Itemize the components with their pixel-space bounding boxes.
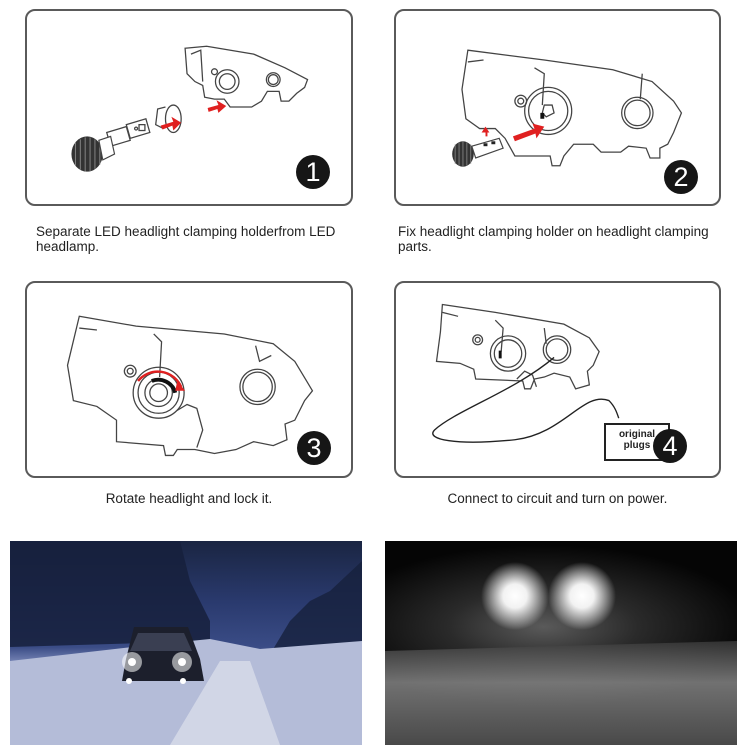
step-3-panel: 3: [25, 281, 353, 478]
plugs-label-line2: plugs: [623, 440, 651, 451]
step-1-caption: Separate LED headlight clamping holderfr…: [36, 224, 336, 254]
step-2-panel: 2: [394, 9, 721, 206]
headlight-glow: [122, 652, 192, 684]
headlight-left: [481, 562, 549, 630]
rotate-arrow-icon: [137, 370, 183, 388]
step-3-illustration: [66, 315, 314, 457]
step-4-caption: Connect to circuit and turn on power.: [447, 491, 668, 506]
wire-icon: [432, 356, 620, 443]
step-4-panel: original plugs 4: [394, 281, 721, 478]
snowy-road-photo: [10, 541, 362, 745]
step-1-panel: 1: [25, 9, 353, 206]
step-number-badge: 4: [653, 429, 687, 463]
plugs-label-line1: original: [618, 429, 656, 440]
step-number-badge: 2: [664, 160, 698, 194]
fog-headlights-photo: [385, 541, 737, 745]
forest-silhouette: [10, 541, 362, 745]
step-4-illustration: [432, 303, 620, 443]
heatsink-icon: [71, 135, 116, 172]
step-3-caption: Rotate headlight and lock it.: [105, 491, 273, 506]
red-arrow-icon: [160, 100, 227, 131]
step-2-illustration: [452, 49, 683, 167]
headlight-beams: [385, 562, 737, 745]
step-number-badge: 3: [297, 431, 331, 465]
step-1-illustration: [71, 45, 309, 172]
headlight-right: [548, 562, 616, 630]
step-number-badge: 1: [296, 155, 330, 189]
step-2-caption: Fix headlight clamping holder on headlig…: [398, 224, 709, 254]
led-bulb-icon: [452, 137, 504, 167]
red-arrow-icon: [481, 123, 545, 142]
